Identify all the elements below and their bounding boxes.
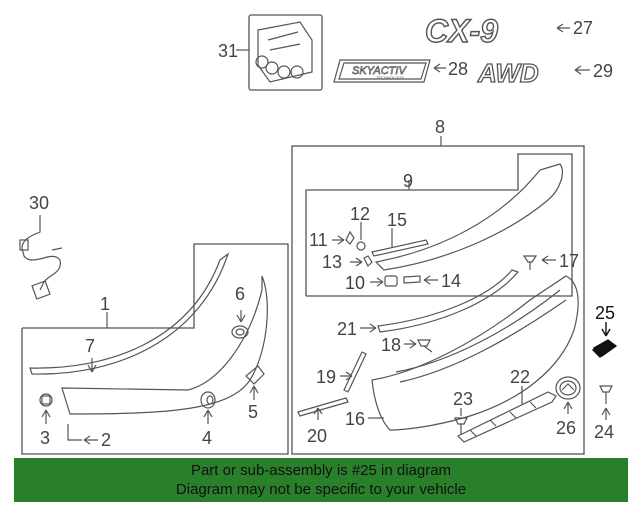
part-16-bumper-cover[interactable] bbox=[371, 275, 579, 431]
label-30: 30 bbox=[29, 193, 49, 213]
label-31: 31 bbox=[218, 41, 238, 61]
banner-line-2: Diagram may not be specific to your vehi… bbox=[175, 481, 467, 498]
parts-diagram: 31 CX-9 27 SKYACTIV TECHNOLOGY 28 AWD 29… bbox=[19, 12, 618, 455]
label-8: 8 bbox=[435, 117, 445, 137]
label-27: 27 bbox=[573, 18, 593, 38]
part-10-nut[interactable] bbox=[384, 275, 398, 287]
svg-text:SKYACTIV: SKYACTIV bbox=[352, 65, 407, 77]
label-21: 21 bbox=[337, 319, 357, 339]
label-1: 1 bbox=[100, 294, 110, 314]
label-5: 5 bbox=[248, 402, 258, 422]
label-2: 2 bbox=[101, 430, 111, 450]
label-20: 20 bbox=[307, 426, 327, 446]
label-18: 18 bbox=[381, 335, 401, 355]
label-11: 11 bbox=[309, 230, 328, 250]
part-20-molding[interactable] bbox=[297, 397, 349, 417]
part-24-bolt[interactable] bbox=[599, 385, 613, 404]
part-23-clip[interactable] bbox=[454, 417, 468, 434]
part-31-badge[interactable] bbox=[248, 14, 323, 91]
label-3: 3 bbox=[40, 428, 50, 448]
part-4-grommet[interactable] bbox=[200, 391, 216, 409]
label-4: 4 bbox=[202, 428, 212, 448]
part-9-spoiler[interactable] bbox=[374, 163, 563, 271]
part-3-plug[interactable] bbox=[39, 393, 53, 407]
part-17-bolt[interactable] bbox=[522, 255, 538, 270]
label-22: 22 bbox=[510, 367, 530, 387]
label-13: 13 bbox=[322, 252, 342, 272]
part-5-clip[interactable] bbox=[245, 365, 265, 385]
label-12: 12 bbox=[350, 204, 370, 224]
label-23: 23 bbox=[453, 389, 473, 409]
part-11-clip[interactable] bbox=[345, 230, 355, 245]
part-19-molding[interactable] bbox=[343, 351, 367, 393]
part-21-strip[interactable] bbox=[377, 269, 520, 333]
label-24: 24 bbox=[594, 422, 614, 442]
part-30-wiring-harness[interactable] bbox=[19, 215, 63, 300]
label-7: 7 bbox=[85, 336, 95, 356]
group-box-1 bbox=[21, 243, 289, 455]
emblem-cx9: CX-9 bbox=[425, 13, 498, 49]
part-28-skyactiv-emblem[interactable]: SKYACTIV TECHNOLOGY bbox=[333, 59, 431, 83]
label-6: 6 bbox=[235, 284, 245, 304]
part-26-emblem[interactable] bbox=[555, 376, 581, 400]
group-box-9 bbox=[305, 153, 573, 297]
part-14-pad[interactable] bbox=[403, 275, 421, 284]
label-14: 14 bbox=[441, 271, 461, 291]
label-19: 19 bbox=[316, 367, 336, 387]
part-18-bolt[interactable] bbox=[417, 339, 433, 353]
label-17: 17 bbox=[559, 251, 579, 271]
part-7-molding[interactable] bbox=[29, 252, 230, 375]
label-28: 28 bbox=[448, 59, 468, 79]
label-25: 25 bbox=[595, 303, 615, 323]
label-16: 16 bbox=[345, 409, 365, 429]
part-12-clip[interactable] bbox=[356, 241, 366, 251]
label-15: 15 bbox=[387, 210, 407, 230]
part-6-grommet[interactable] bbox=[231, 325, 249, 339]
label-9: 9 bbox=[403, 171, 413, 191]
part-22-bracket[interactable] bbox=[456, 391, 557, 443]
part-2-bracket[interactable] bbox=[67, 424, 82, 441]
label-26: 26 bbox=[556, 418, 576, 438]
info-banner: Part or sub-assembly is #25 in diagram D… bbox=[14, 458, 628, 502]
part-13-seal[interactable] bbox=[363, 255, 373, 268]
banner-line-1: Part or sub-assembly is #25 in diagram bbox=[190, 462, 452, 479]
part-1-garnish[interactable] bbox=[61, 275, 268, 415]
label-10: 10 bbox=[345, 273, 365, 293]
part-15-strip[interactable] bbox=[371, 239, 429, 257]
emblem-awd: AWD bbox=[477, 58, 539, 88]
part-25-bracket-highlighted[interactable] bbox=[592, 339, 618, 358]
svg-text:TECHNOLOGY: TECHNOLOGY bbox=[376, 75, 404, 80]
group-box-8 bbox=[291, 145, 585, 455]
label-29: 29 bbox=[593, 61, 613, 81]
